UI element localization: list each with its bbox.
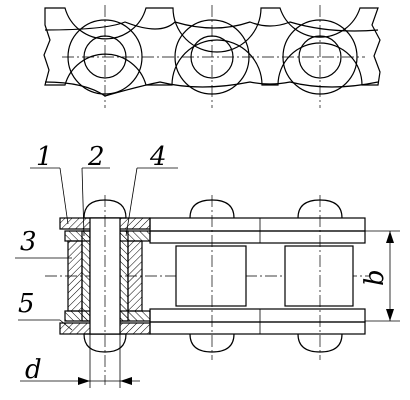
dimension-b: b xyxy=(360,230,400,322)
side-link-plates xyxy=(149,217,366,335)
label-b: b xyxy=(360,269,390,286)
side-roller-middle xyxy=(175,195,247,360)
label-part-5: 5 xyxy=(18,289,35,319)
part-leaders xyxy=(15,167,178,331)
dimension-d: d xyxy=(20,334,140,388)
sectioned-link xyxy=(59,195,151,385)
label-part-3: 3 xyxy=(20,227,37,257)
bushing-wall-left xyxy=(81,230,91,322)
label-part-1: 1 xyxy=(36,142,53,172)
bushing-wall-right xyxy=(119,230,129,322)
chain-top-view xyxy=(43,5,381,108)
roller-wall-left xyxy=(67,240,83,312)
label-part-4: 4 xyxy=(149,142,167,172)
chain-side-view: b d 1 2 4 3 5 xyxy=(15,142,400,388)
label-d: d xyxy=(25,355,42,385)
label-part-2: 2 xyxy=(87,142,105,172)
side-roller-right xyxy=(284,195,354,360)
roller-wall-right xyxy=(127,240,143,312)
top-plate-waist xyxy=(44,21,379,32)
